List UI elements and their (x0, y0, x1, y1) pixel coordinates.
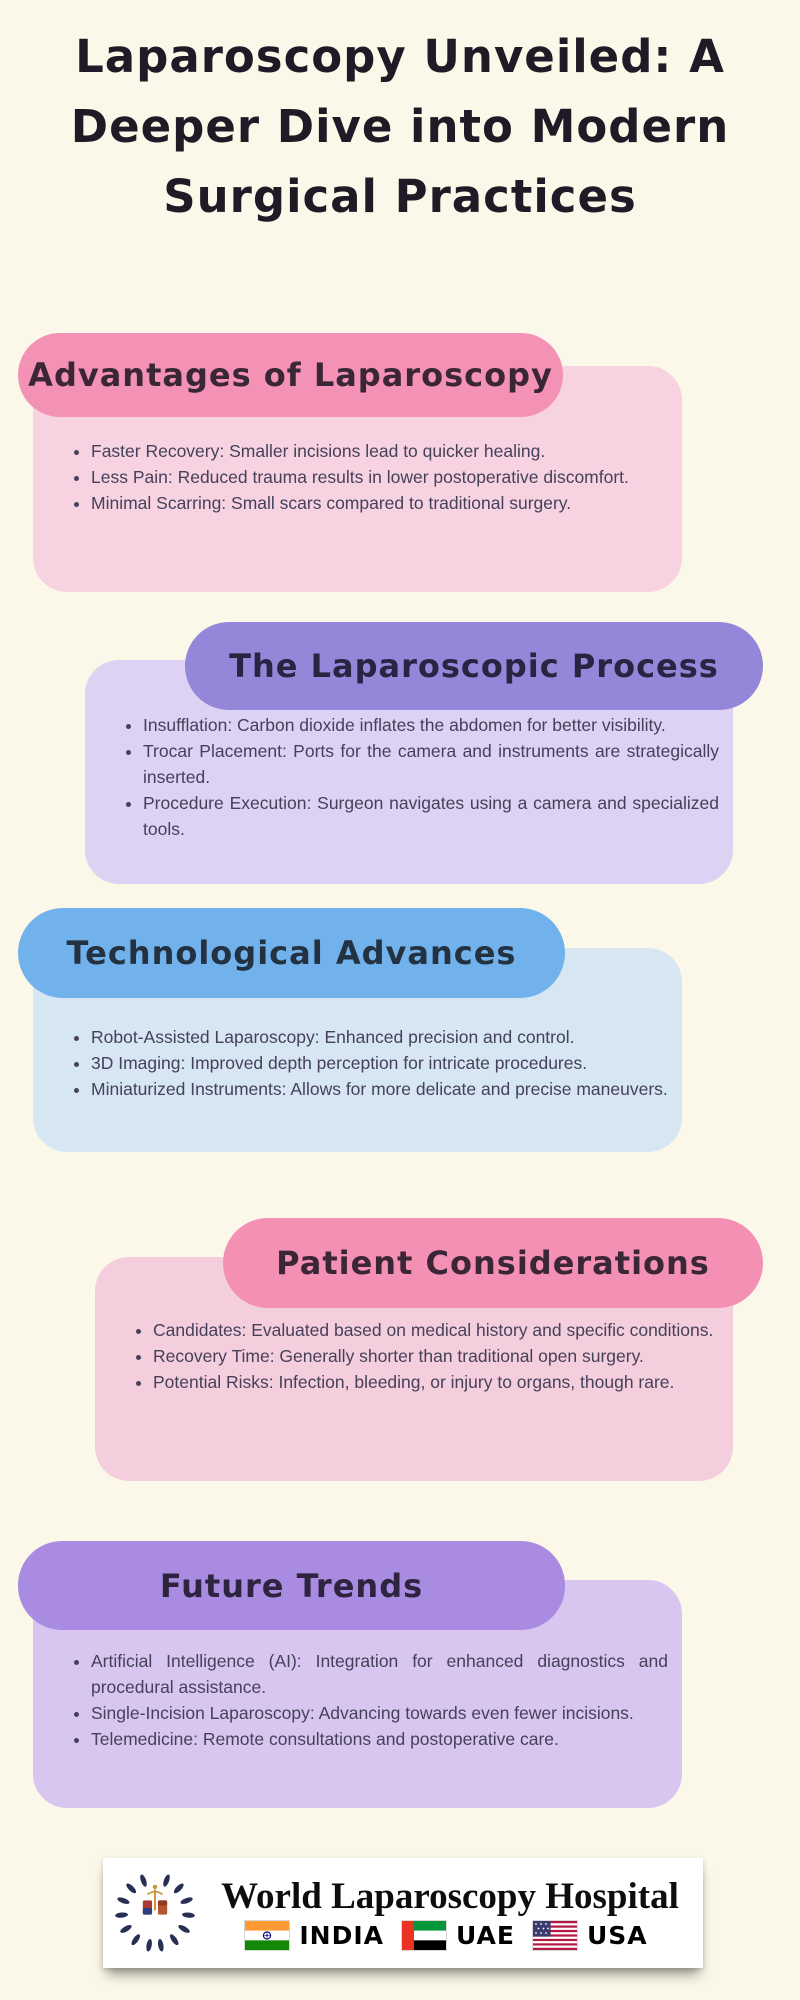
bullet-item: Robot-Assisted Laparoscopy: Enhanced pre… (91, 1024, 668, 1050)
bullet-item: Faster Recovery: Smaller incisions lead … (91, 438, 668, 464)
bullet-item: Potential Risks: Infection, bleeding, or… (153, 1369, 719, 1395)
footer-logo-band: World Laparoscopy Hospital INDIA UAE (103, 1858, 703, 1968)
laurel-wreath-emblem-icon (115, 1874, 195, 1952)
bullet-list: Insufflation: Carbon dioxide inflates th… (85, 712, 719, 842)
bullet-item: Less Pain: Reduced trauma results in low… (91, 464, 668, 490)
section-heading: Future Trends (159, 1566, 424, 1605)
section-heading: Patient Considerations (276, 1244, 710, 1282)
bullet-item: Minimal Scarring: Small scars compared t… (91, 490, 668, 516)
bullet-item: Trocar Placement: Ports for the camera a… (143, 738, 719, 790)
section-heading: The Laparoscopic Process (229, 647, 719, 685)
country-label-india: INDIA (299, 1921, 384, 1950)
bullet-list: Candidates: Evaluated based on medical h… (95, 1317, 719, 1395)
section-heading-pill: The Laparoscopic Process (185, 622, 763, 710)
usa-flag-icon (531, 1920, 578, 1951)
bullet-item: Candidates: Evaluated based on medical h… (153, 1317, 719, 1343)
country-flags-row: INDIA UAE (244, 1920, 655, 1951)
bullet-list: Robot-Assisted Laparoscopy: Enhanced pre… (33, 1024, 668, 1102)
india-flag-icon (244, 1920, 291, 1951)
bullet-item: Insufflation: Carbon dioxide inflates th… (143, 712, 719, 738)
bullet-item: Single-Incision Laparoscopy: Advancing t… (91, 1700, 668, 1726)
bullet-item: Artificial Intelligence (AI): Integratio… (91, 1648, 668, 1700)
bullet-item: Miniaturized Instruments: Allows for mor… (91, 1076, 668, 1102)
bullet-list: Faster Recovery: Smaller incisions lead … (33, 438, 668, 516)
section-heading-pill: Patient Considerations (223, 1218, 763, 1308)
section-heading-pill: Future Trends (18, 1541, 565, 1630)
bullet-item: 3D Imaging: Improved depth perception fo… (91, 1050, 668, 1076)
hospital-name: World Laparoscopy Hospital (221, 1876, 679, 1917)
bullet-list: Artificial Intelligence (AI): Integratio… (33, 1648, 668, 1752)
bullet-item: Procedure Execution: Surgeon navigates u… (143, 790, 719, 842)
bullet-item: Telemedicine: Remote consultations and p… (91, 1726, 668, 1752)
footer-brand-block: World Laparoscopy Hospital INDIA UAE (197, 1875, 703, 1951)
country-label-uae: UAE (456, 1921, 515, 1950)
section-heading: Technological Advances (66, 934, 517, 972)
bullet-item: Recovery Time: Generally shorter than tr… (153, 1343, 719, 1369)
country-label-usa: USA (586, 1921, 648, 1950)
section-heading: Advantages of Laparoscopy (28, 356, 553, 394)
section-heading-pill: Advantages of Laparoscopy (18, 333, 563, 417)
section-heading-pill: Technological Advances (18, 908, 565, 998)
uae-flag-icon (401, 1920, 447, 1951)
page-title: Laparoscopy Unveiled: A Deeper Dive into… (70, 30, 730, 223)
